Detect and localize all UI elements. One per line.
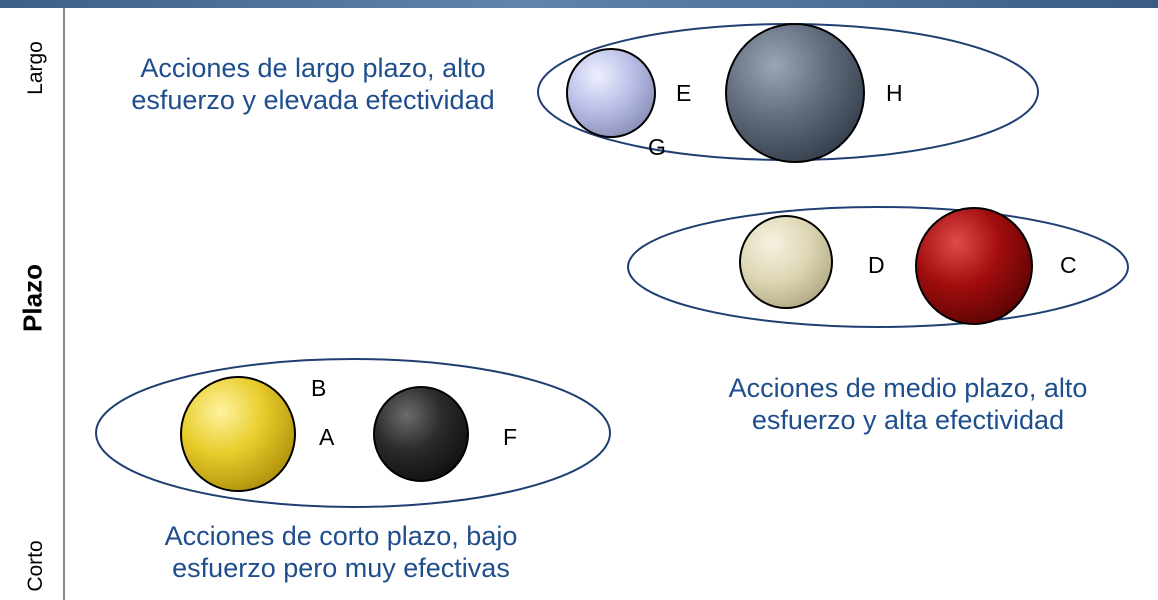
sphere-c (915, 207, 1033, 325)
sphere-g (566, 48, 656, 138)
note-long-term: Acciones de largo plazo, alto esfuerzo y… (131, 52, 494, 116)
label-g: G (648, 134, 666, 160)
sphere-d (739, 215, 833, 309)
sphere-a (180, 376, 296, 492)
note-medium-term: Acciones de medio plazo, alto esfuerzo y… (729, 372, 1088, 436)
vertical-axis (63, 8, 65, 600)
label-c: C (1060, 252, 1077, 278)
label-d: D (868, 252, 885, 278)
label-h: H (886, 80, 903, 106)
sphere-h (725, 23, 865, 163)
label-f: F (503, 424, 518, 450)
label-e: E (676, 80, 692, 106)
note-medium-line1: Acciones de medio plazo, alto (728, 373, 1088, 403)
note-long-line2: esfuerzo y elevada efectividad (131, 85, 495, 115)
label-a: A (319, 424, 335, 450)
ellipse-short-term (95, 358, 611, 508)
note-medium-line2: esfuerzo y alta efectividad (751, 405, 1065, 435)
ellipse-medium-term (627, 206, 1129, 328)
note-short-line1: Acciones de corto plazo, bajo (164, 521, 518, 551)
note-short-line2: esfuerzo pero muy efectivas (172, 553, 510, 583)
note-short-term: Acciones de corto plazo, bajo esfuerzo p… (165, 520, 518, 584)
note-long-line1: Acciones de largo plazo, alto (140, 53, 486, 83)
sphere-f (373, 386, 469, 482)
label-b: B (311, 375, 327, 401)
top-banner (0, 0, 1158, 8)
